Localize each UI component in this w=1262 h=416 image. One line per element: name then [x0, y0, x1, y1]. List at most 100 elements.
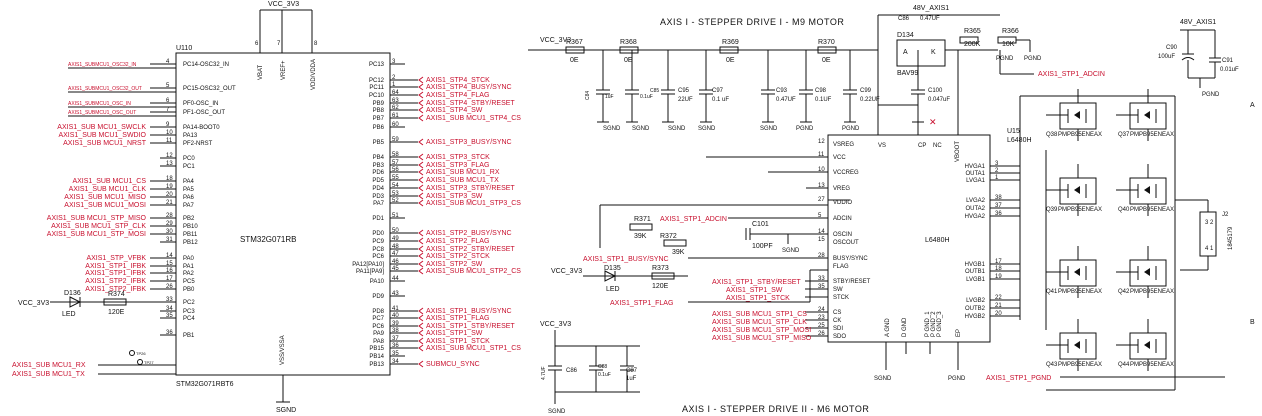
driver-sgnd: SGND	[874, 376, 892, 382]
driver-left-pin-num: 12	[818, 139, 825, 145]
mcu-right-net: AXIS1_SUB MCU1_STP3_CS	[426, 200, 521, 207]
c88-value: 0.1uF	[598, 372, 611, 378]
mcu-right-pin-num: 3	[392, 59, 396, 65]
mcu-right-net: AXIS1_STP4_BUSY/SYNC	[426, 84, 512, 91]
r366-value: 10K	[1002, 41, 1015, 48]
mcu-left-pin-num: 33	[166, 297, 173, 303]
driver-left-pin-name: STCK	[833, 295, 849, 301]
mcu-right-pin-num: 1	[392, 82, 396, 88]
mcu-part: STM32G071RB	[240, 235, 296, 244]
conn-pin-2: 2	[1210, 220, 1214, 226]
mcu-top-pin-num-7: 7	[277, 41, 281, 47]
driver-left-pin-num: 26	[818, 331, 825, 337]
mcu-right-pin-num: 54	[392, 183, 399, 189]
sw-net: AXIS1_STP1_SW	[726, 287, 783, 294]
fet-part: PMPB95ENEAX	[1058, 132, 1102, 138]
mcu-left-pin-num: 36	[166, 330, 173, 336]
mcu-left-pin-num: 14	[166, 253, 173, 259]
driver-left-pin-num: 11	[818, 152, 825, 158]
net-flag	[418, 260, 424, 268]
fet-ref: Q43	[1046, 362, 1058, 368]
net-flag	[418, 237, 424, 245]
mcu-right-pin-name: PD5	[372, 178, 384, 184]
r369-ref: R369	[722, 39, 739, 46]
mcu-right-pin-num: 59	[392, 137, 399, 143]
driver-right-pin-name: OUTA1	[965, 171, 985, 177]
r367-value: 0E	[570, 57, 579, 64]
driver-left-pin-name: OSCIN	[833, 232, 852, 238]
adcin-net-mid: AXIS1_STP1_ADCIN	[660, 216, 727, 223]
driver-left-pin-name: SDI	[833, 326, 843, 332]
gnd-label-4: SGND	[698, 126, 716, 132]
mcu-right-pin-name: PC10	[369, 93, 385, 99]
c99-ref: C99	[860, 88, 872, 94]
mcu-right-pin-num: 38	[392, 328, 399, 334]
mcu-right-net: AXIS1_SUB MCU1_STP1_CS	[426, 345, 521, 352]
nc-mark: ✕	[929, 117, 937, 127]
gnd-label-3: SGND	[668, 126, 686, 132]
spi-cs-net: AXIS1_SUB MCU1_STP1_CS	[712, 311, 807, 318]
mcu-top-pin-num-6: 6	[255, 41, 259, 47]
r373-ref: R373	[652, 265, 669, 272]
net-flag	[418, 114, 424, 122]
mcu-left-pin-name: PB2	[183, 216, 195, 222]
mcu-right-net: AXIS1_STP1_STCK	[426, 338, 490, 345]
mcu-right-pin-name: PA7	[373, 201, 385, 207]
mcu-right-pin-num: 56	[392, 167, 399, 173]
driver-left-pin-name: CK	[833, 318, 841, 324]
d134-anode: A	[903, 49, 908, 56]
c101-value: 100PF	[752, 243, 773, 250]
driver-right-pin-num: 2	[995, 168, 999, 174]
driver-left-pins: VSREG12VCC11VCCREG10VREG13VDDIO27ADCIN5O…	[805, 139, 871, 340]
mcu-right-pin-name: PD8	[372, 309, 384, 315]
net-flag	[418, 322, 424, 330]
mcu-footer: STM32G071RBT6	[176, 381, 234, 388]
c101-ref: C101	[752, 221, 769, 228]
mcu-left-pin-num: 26	[166, 284, 173, 290]
mcu-right-pin-name: PC8	[372, 247, 384, 253]
mcu-right-pin-num: 37	[392, 336, 399, 342]
mcu-left-pin-name: PC4	[183, 316, 195, 322]
mcu-left-net: AXIS1_SUB MCU1_STP_MISO	[47, 215, 147, 222]
mcu-right-net: AXIS1_SUB MCU1_TX	[426, 177, 499, 184]
c95-value: 22UF	[678, 97, 693, 103]
r365-gnd: PGND	[996, 56, 1014, 62]
mcu-right-net: AXIS1_STP3_BUSY/SYNC	[426, 139, 512, 146]
driver-left-pin-num: 25	[818, 323, 825, 329]
mcu-top-pin-num-8: 8	[314, 41, 318, 47]
mcu-right-net: AXIS1_STP2_FLAG	[426, 238, 489, 245]
fet-arrow	[1074, 186, 1080, 194]
status-led-d136: VCC_3V3 D136 LED R374 120E	[18, 290, 176, 318]
driver-right-pin-num: 20	[995, 311, 1002, 317]
mcu-right-pin-name: PC11	[369, 85, 384, 91]
net-flag	[418, 138, 424, 146]
mcu-right-pin-num: 41	[392, 306, 399, 312]
mcu-left-pin-num: 34	[166, 306, 173, 312]
gnd-label-1: SGND	[603, 126, 621, 132]
c86-value: 4.7UF	[541, 366, 547, 380]
driver-left-pin-num: 35	[818, 284, 825, 290]
r371-ref: R371	[634, 216, 651, 223]
mcu-right-net: AXIS1_STP1_FLAG	[426, 315, 489, 322]
mcu-left-pin-num: 10	[166, 130, 173, 136]
conn-pin-3: 3	[1205, 220, 1209, 226]
net-flag	[418, 252, 424, 260]
led-ref: D136	[64, 290, 81, 297]
mcu-left-pin-name: PA5	[183, 187, 195, 193]
bridge-pgnd: PGND	[1202, 92, 1220, 98]
net-flag	[418, 267, 424, 275]
mcu-left-pins: PC14-OSC32_IN4AXIS1_SUBMCU1_OSC32_INPC15…	[47, 59, 236, 339]
mcu-left-pin-name: PA1	[183, 264, 195, 270]
mcu-top-pin-vdd: VDD/VDDA	[311, 59, 317, 90]
mcu-right-net: AXIS1_SUB MCU1_RX	[426, 169, 500, 176]
mcu-left-net: AXIS1_SUB MCU1_STP_CLK	[51, 223, 146, 230]
mcu-left-pin-name: PF2-NRST	[183, 141, 213, 147]
mcu-left-pin-num: 20	[166, 192, 173, 198]
driver-right-pin-name: OUTA2	[965, 206, 985, 212]
mcu-left-net: AXIS1_STP2_IFBK	[85, 278, 146, 285]
motor-connector-j2: J2 1845179 3 2 4 1 A B AXIS1_STP1_PGND	[986, 102, 1255, 382]
mcu-left-pin-name: PF0-OSC_IN	[183, 101, 218, 107]
fet-part: PMPB95ENEAX	[1130, 362, 1174, 368]
